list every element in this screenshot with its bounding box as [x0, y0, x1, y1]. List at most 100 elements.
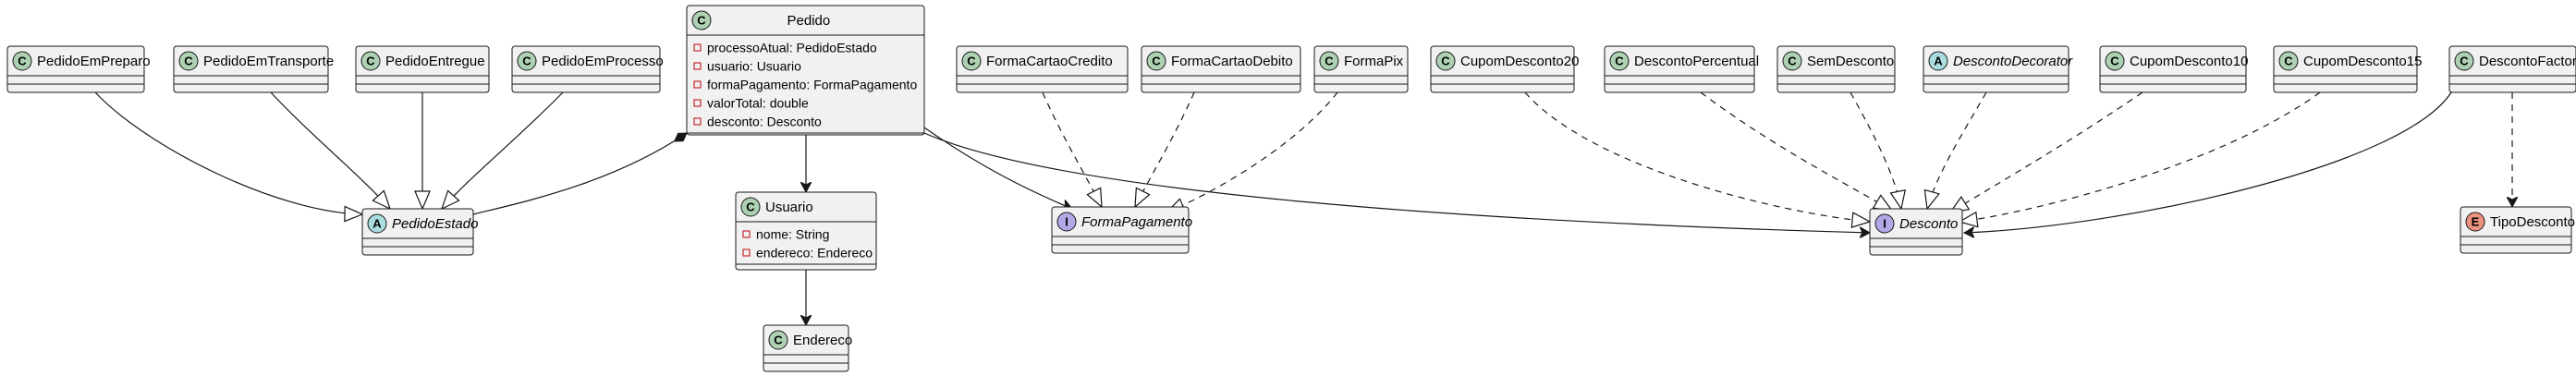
stereotype-c-icon: C	[768, 330, 788, 350]
edge-transporte-to-estado	[270, 91, 392, 211]
stereotype-letter: C	[522, 55, 531, 68]
stereotype-c-icon: C	[178, 51, 199, 71]
class-name: DescontoDecorator	[1953, 54, 2073, 69]
class-forma-cartao-credito: C FormaCartaoCredito	[956, 45, 1129, 93]
class-name: CupomDesconto15	[2303, 54, 2422, 69]
class-name: SemDesconto	[1807, 54, 1894, 69]
stereotype-letter: E	[2472, 215, 2480, 229]
private-visibility-icon	[693, 80, 702, 89]
stereotype-i-icon: I	[1874, 213, 1895, 234]
edge-pix-to-forma	[1165, 91, 1338, 213]
stereotype-i-icon: I	[1056, 212, 1077, 232]
attribute: nome: String	[756, 227, 829, 242]
stereotype-e-icon: E	[2465, 212, 2485, 232]
edge-processo-to-estado	[440, 91, 564, 211]
class-forma-cartao-debito: C FormaCartaoDebito	[1141, 45, 1301, 93]
private-visibility-icon	[742, 230, 751, 238]
private-visibility-icon	[693, 62, 702, 70]
stereotype-letter: A	[1934, 55, 1943, 68]
class-name: FormaPix	[1344, 54, 1404, 69]
private-visibility-icon	[693, 117, 702, 126]
edge-sem-to-desconto	[1850, 91, 1906, 211]
stereotype-letter: I	[1065, 215, 1068, 229]
edge-cupom10-to-desconto	[1948, 91, 2143, 213]
attribute: usuario: Usuario	[707, 59, 801, 74]
class-name: FormaCartaoDebito	[1171, 54, 1293, 69]
stereotype-letter: C	[967, 55, 976, 68]
private-visibility-icon	[742, 249, 751, 257]
class-pedido-em-preparo: C PedidoEmPreparo	[6, 45, 151, 93]
stereotype-c-icon: C	[1319, 51, 1339, 71]
stereotype-c-icon: C	[691, 10, 712, 30]
stereotype-letter: C	[2110, 55, 2119, 68]
stereotype-c-icon: C	[360, 51, 381, 71]
class-sem-desconto: C SemDesconto	[1776, 45, 1896, 93]
stereotype-letter: C	[1788, 55, 1797, 68]
class-pedido-em-processo: C PedidoEmProcesso	[511, 45, 664, 93]
edge-percentual-to-desconto	[1700, 91, 1894, 212]
edge-factory-to-desconto	[1964, 91, 2452, 233]
stereotype-c-icon: C	[2105, 51, 2125, 71]
class-name: Pedido	[787, 13, 831, 29]
class-name: Usuario	[765, 200, 813, 215]
attribute: formaPagamento: FormaPagamento	[707, 78, 917, 92]
stereotype-letter: C	[2460, 55, 2469, 68]
private-visibility-icon	[693, 43, 702, 52]
stereotype-letter: C	[1325, 55, 1334, 68]
class-cupom-desconto-15: C CupomDesconto15	[2273, 45, 2422, 93]
class-pedido: C Pedido processoAtual: PedidoEstado usuari…	[686, 5, 925, 136]
class-forma-pagamento: I FormaPagamento	[1051, 206, 1192, 254]
class-endereco: C Endereco	[763, 324, 852, 372]
attribute: desconto: Desconto	[707, 115, 822, 129]
class-name: FormaPagamento	[1081, 214, 1192, 230]
edge-preparo-to-estado	[94, 91, 364, 223]
class-name: PedidoEmPreparo	[37, 54, 151, 69]
stereotype-letter: C	[184, 55, 193, 68]
attribute: valorTotal: double	[707, 96, 809, 111]
stereotype-c-icon: C	[1609, 51, 1630, 71]
stereotype-letter: C	[366, 55, 375, 68]
stereotype-c-icon: C	[740, 197, 761, 217]
stereotype-c-icon: C	[1782, 51, 1802, 71]
stereotype-c-icon: C	[517, 51, 537, 71]
stereotype-a-icon: A	[1928, 51, 1948, 71]
class-desconto-decorator: A DescontoDecorator	[1923, 45, 2073, 93]
class-pedido-estado: A PedidoEstado	[361, 208, 478, 256]
attribute: processoAtual: PedidoEstado	[707, 41, 877, 55]
stereotype-c-icon: C	[961, 51, 982, 71]
class-desconto: I Desconto	[1869, 208, 1963, 256]
class-name: FormaCartaoCredito	[986, 54, 1113, 69]
class-name: CupomDesconto10	[2130, 54, 2248, 69]
edge-pedido-to-desconto	[923, 132, 1870, 233]
class-name: Endereco	[793, 333, 852, 348]
edge-pedido-compose-estado	[472, 132, 688, 215]
class-cupom-desconto-10: C CupomDesconto10	[2099, 45, 2248, 93]
class-name: Desconto	[1899, 216, 1958, 232]
stereotype-c-icon: C	[2278, 51, 2299, 71]
edge-decorator-to-desconto	[1923, 91, 1987, 211]
stereotype-a-icon: A	[367, 213, 387, 234]
class-pedido-em-transporte: C PedidoEmTransporte	[173, 45, 334, 93]
stereotype-c-icon: C	[1146, 51, 1166, 71]
stereotype-letter: C	[774, 334, 783, 347]
class-forma-pix: C FormaPix	[1313, 45, 1409, 93]
edge-credito-to-forma	[1042, 91, 1103, 209]
edge-debito-to-forma	[1134, 91, 1195, 209]
class-name: PedidoEstado	[392, 216, 478, 232]
edge-cupom15-to-desconto	[1958, 91, 2321, 228]
stereotype-letter: C	[697, 14, 706, 28]
stereotype-letter: A	[372, 217, 382, 231]
private-visibility-icon	[693, 99, 702, 107]
stereotype-letter: I	[1883, 217, 1886, 231]
stereotype-letter: C	[1441, 55, 1450, 68]
stereotype-c-icon: C	[12, 51, 32, 71]
class-name: DescontoPercentual	[1634, 54, 1759, 69]
stereotype-letter: C	[1615, 55, 1624, 68]
edge-cupom20-to-desconto	[1524, 91, 1872, 228]
class-name: PedidoEmTransporte	[203, 54, 334, 69]
class-name: PedidoEmProcesso	[542, 54, 664, 69]
